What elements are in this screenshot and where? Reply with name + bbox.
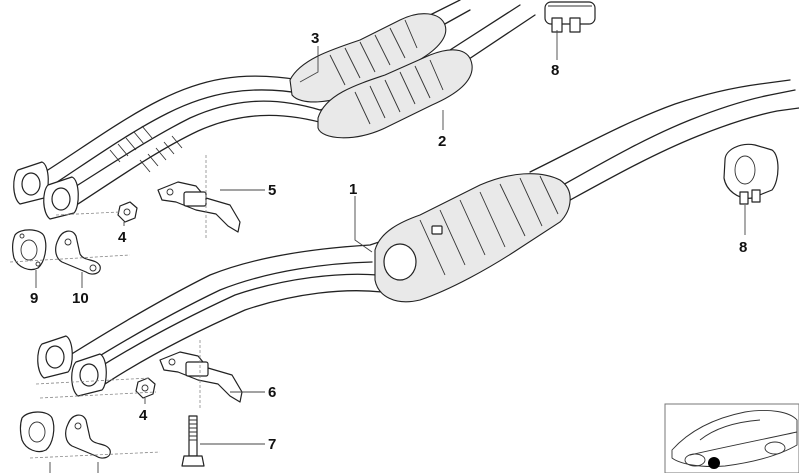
callout-8-top: 8	[551, 62, 559, 79]
bracket-10	[55, 230, 101, 275]
callout-6: 6	[268, 384, 276, 401]
gasket-9	[12, 229, 47, 271]
pipe-clamp-top	[544, 1, 596, 33]
callout-4-lower: 4	[139, 407, 148, 424]
bracket-lower	[65, 414, 111, 459]
callout-1: 1	[349, 181, 357, 198]
callout-5: 5	[268, 182, 276, 199]
callout-9: 9	[30, 290, 38, 307]
callout-2: 2	[438, 133, 446, 150]
bolt-7	[181, 415, 205, 467]
callout-7: 7	[268, 436, 276, 453]
catalytic-converter-upper-3	[289, 13, 447, 103]
callout-3: 3	[311, 30, 319, 47]
callout-4-upper: 4	[118, 229, 127, 246]
callout-10: 10	[72, 290, 89, 307]
hex-nut-upper	[117, 201, 138, 223]
callout-8-right: 8	[739, 239, 747, 256]
front-pipe-upper-assembly	[39, 0, 536, 205]
hanger-bracket-6	[159, 351, 243, 403]
flange-lower-left	[37, 335, 107, 397]
hanger-bracket-5	[157, 181, 241, 233]
pipe-clamp-right	[723, 143, 779, 205]
callout-labels: 3 8 2 1 5 4 9 10 8 6 4 7	[30, 30, 747, 453]
front-pipe-lower-assembly	[69, 79, 799, 385]
leader-lines	[35, 30, 746, 445]
flange-upper-left	[13, 161, 79, 220]
location-marker-dot	[708, 457, 720, 469]
hex-nut-lower	[135, 377, 156, 399]
vehicle-locator-thumbnail	[664, 403, 799, 473]
gasket-lower	[19, 411, 55, 453]
catalytic-converter-main	[374, 173, 571, 303]
catalytic-converter-upper-2	[317, 49, 473, 139]
